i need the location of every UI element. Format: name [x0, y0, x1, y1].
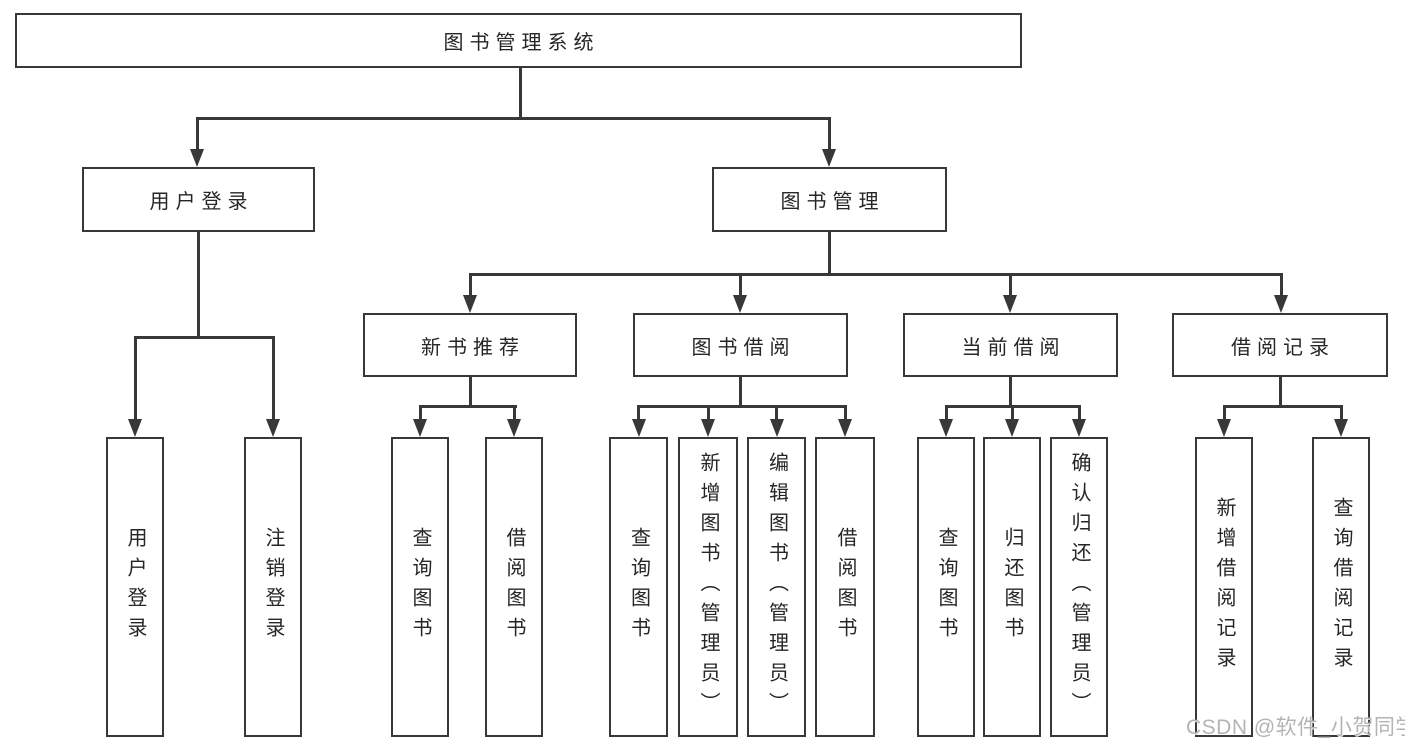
- arrow-down-icon: [1334, 419, 1348, 437]
- leaf-current-query-books-label: 查询图书: [935, 527, 957, 647]
- connector-line: [468, 273, 1283, 276]
- arrow-down-icon: [733, 295, 747, 313]
- connector-line: [195, 117, 199, 150]
- leaf-records-query-record: 查询借阅记录: [1312, 437, 1370, 737]
- arrow-down-icon: [701, 419, 715, 437]
- connector-line: [468, 377, 472, 407]
- connector-line: [1077, 405, 1081, 421]
- node-borrow-records-label: 借阅记录: [1231, 336, 1335, 359]
- node-book-management: 图书管理: [712, 167, 947, 232]
- connector-line: [827, 232, 831, 276]
- leaf-current-confirm-return-admin-label: 确认归还（管理员）: [1068, 452, 1090, 722]
- leaf-borrow-borrow-books: 借阅图书: [815, 437, 875, 737]
- arrow-down-icon: [190, 149, 204, 167]
- arrow-down-icon: [507, 419, 521, 437]
- leaf-newbook-query-books-label: 查询图书: [409, 527, 431, 647]
- leaf-logout: 注销登录: [244, 437, 302, 737]
- arrow-down-icon: [413, 419, 427, 437]
- arrow-down-icon: [822, 149, 836, 167]
- node-borrow-records: 借阅记录: [1172, 313, 1388, 377]
- csdn-watermark: CSDN @软件_小贺同学: [1186, 716, 1405, 739]
- connector-line: [706, 405, 710, 421]
- node-new-book-recommend: 新书推荐: [363, 313, 577, 377]
- connector-line: [827, 117, 831, 150]
- connector-line: [133, 336, 275, 339]
- leaf-records-query-record-label: 查询借阅记录: [1330, 497, 1352, 677]
- leaf-borrow-edit-books-admin-label: 编辑图书（管理员）: [765, 452, 788, 722]
- connector-line: [1008, 273, 1012, 297]
- connector-line: [468, 273, 472, 297]
- leaf-current-return-books-label: 归还图书: [1001, 527, 1023, 647]
- node-current-borrow-label: 当前借阅: [961, 336, 1066, 359]
- node-user-login-label: 用户登录: [149, 191, 254, 213]
- connector-line: [1008, 377, 1012, 407]
- node-book-management-label: 图书管理: [780, 191, 885, 213]
- arrow-down-icon: [1274, 295, 1288, 313]
- connector-line: [1339, 405, 1343, 421]
- connector-line: [512, 405, 516, 421]
- connector-line: [1279, 273, 1283, 297]
- arrow-down-icon: [1005, 419, 1019, 437]
- leaf-newbook-borrow-books: 借阅图书: [485, 437, 543, 737]
- connector-line: [637, 405, 640, 421]
- node-book-borrow: 图书借阅: [633, 313, 848, 377]
- connector-line: [637, 405, 845, 408]
- connector-line: [418, 405, 422, 421]
- leaf-newbook-query-books: 查询图书: [391, 437, 449, 737]
- leaf-borrow-edit-books-admin: 编辑图书（管理员）: [747, 437, 806, 737]
- leaf-current-confirm-return-admin: 确认归还（管理员）: [1050, 437, 1108, 737]
- arrow-down-icon: [1072, 419, 1086, 437]
- leaf-newbook-borrow-books-label: 借阅图书: [503, 527, 525, 647]
- connector-line: [418, 405, 517, 408]
- connector-line: [271, 336, 275, 422]
- connector-line: [133, 336, 137, 422]
- connector-line: [738, 377, 742, 407]
- node-current-borrow: 当前借阅: [903, 313, 1118, 377]
- arrow-down-icon: [128, 419, 142, 437]
- connector-line: [1010, 405, 1014, 421]
- node-root: 图书管理系统: [15, 13, 1022, 68]
- connector-line: [195, 117, 831, 120]
- connector-line: [775, 405, 778, 421]
- connector-line: [1222, 405, 1343, 408]
- connector-line: [518, 68, 522, 118]
- connector-line: [197, 232, 200, 338]
- leaf-records-add-record: 新增借阅记录: [1195, 437, 1253, 737]
- arrow-down-icon: [838, 419, 852, 437]
- leaf-records-add-record-label: 新增借阅记录: [1213, 497, 1235, 677]
- arrow-down-icon: [266, 419, 280, 437]
- connector-line: [738, 273, 742, 297]
- arrow-down-icon: [631, 419, 646, 437]
- leaf-user-login-label: 用户登录: [124, 527, 146, 647]
- leaf-borrow-add-books-admin-label: 新增图书（管理员）: [697, 452, 719, 722]
- node-user-login: 用户登录: [82, 167, 315, 232]
- arrow-down-icon: [463, 295, 477, 313]
- arrow-down-icon: [769, 419, 784, 437]
- leaf-borrow-borrow-books-label: 借阅图书: [834, 527, 856, 647]
- leaf-logout-label: 注销登录: [262, 527, 284, 647]
- leaf-borrow-query-books: 查询图书: [609, 437, 668, 737]
- node-root-label: 图书管理系统: [443, 32, 600, 54]
- leaf-user-login: 用户登录: [106, 437, 164, 737]
- node-book-borrow-label: 图书借阅: [691, 336, 796, 359]
- leaf-borrow-query-books-label: 查询图书: [627, 527, 650, 647]
- arrow-down-icon: [1003, 295, 1017, 313]
- connector-line: [1278, 377, 1282, 407]
- connector-line: [944, 405, 948, 421]
- node-new-book-recommend-label: 新书推荐: [421, 336, 525, 359]
- connector-line: [843, 405, 847, 421]
- connector-line: [1222, 405, 1226, 421]
- arrow-down-icon: [939, 419, 953, 437]
- leaf-borrow-add-books-admin: 新增图书（管理员）: [678, 437, 738, 737]
- arrow-down-icon: [1217, 419, 1231, 437]
- leaf-current-return-books: 归还图书: [983, 437, 1041, 737]
- leaf-current-query-books: 查询图书: [917, 437, 975, 737]
